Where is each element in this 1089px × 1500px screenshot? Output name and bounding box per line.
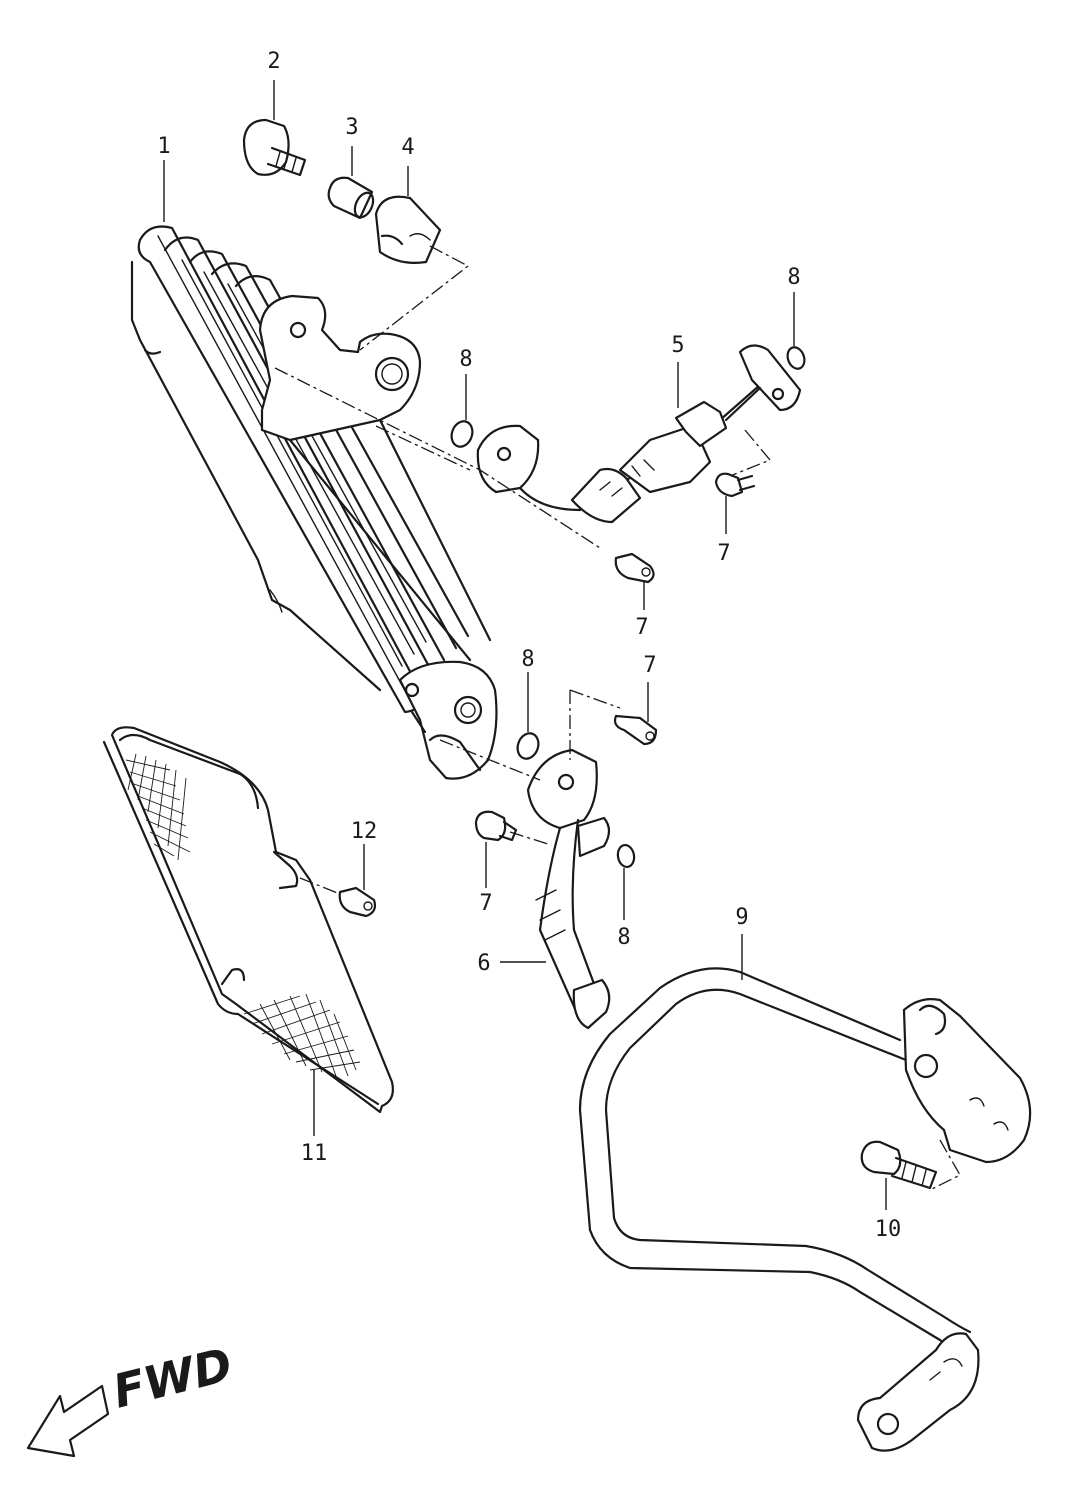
bolt-7-lower [474, 810, 518, 842]
oil-cooler [130, 225, 498, 780]
flange-bolt-10 [860, 1140, 938, 1190]
callout-8-upper: 8 [459, 347, 472, 372]
o-ring-8-b [786, 346, 806, 370]
callout-8-lower: 8 [617, 925, 630, 950]
bolt-7-mid [614, 552, 655, 584]
callout-11: 11 [301, 1141, 328, 1166]
o-ring-8-a [450, 420, 474, 448]
callout-7-right: 7 [643, 653, 656, 678]
collar-3 [327, 176, 375, 220]
grommet-4 [374, 195, 442, 264]
guard-bar-9 [578, 967, 1032, 1452]
o-ring-8-c [516, 732, 540, 760]
cooler-guard-11 [102, 726, 394, 1114]
screw-12 [338, 886, 377, 918]
callout-8-top-right: 8 [787, 265, 800, 290]
fwd-label: FWD [108, 1337, 238, 1419]
callout-6: 6 [477, 951, 490, 976]
leader-lines [163, 80, 887, 1210]
callout-9: 9 [735, 905, 748, 930]
bolt-7-upper [714, 472, 756, 498]
callout-7-upper: 7 [717, 541, 730, 566]
callout-5: 5 [671, 333, 684, 358]
mounting-bolt-2 [242, 118, 307, 177]
callout-1: 1 [157, 134, 170, 159]
upper-oil-hose-5 [476, 344, 802, 524]
callout-8-mid: 8 [521, 647, 534, 672]
callout-7-lower: 7 [479, 891, 492, 916]
lower-oil-hose-6 [526, 748, 611, 1030]
callout-3: 3 [345, 115, 358, 140]
callout-12: 12 [351, 819, 378, 844]
callout-10: 10 [875, 1217, 902, 1242]
callout-labels: 2 1 3 4 8 5 8 7 7 8 7 12 7 9 8 6 11 10 [157, 49, 901, 1242]
bolt-7-right [613, 714, 658, 746]
callout-2: 2 [267, 49, 280, 74]
o-ring-8-d [616, 843, 636, 869]
callout-4: 4 [401, 135, 414, 160]
forward-direction-arrow [26, 1384, 110, 1458]
callout-7-mid: 7 [635, 615, 648, 640]
